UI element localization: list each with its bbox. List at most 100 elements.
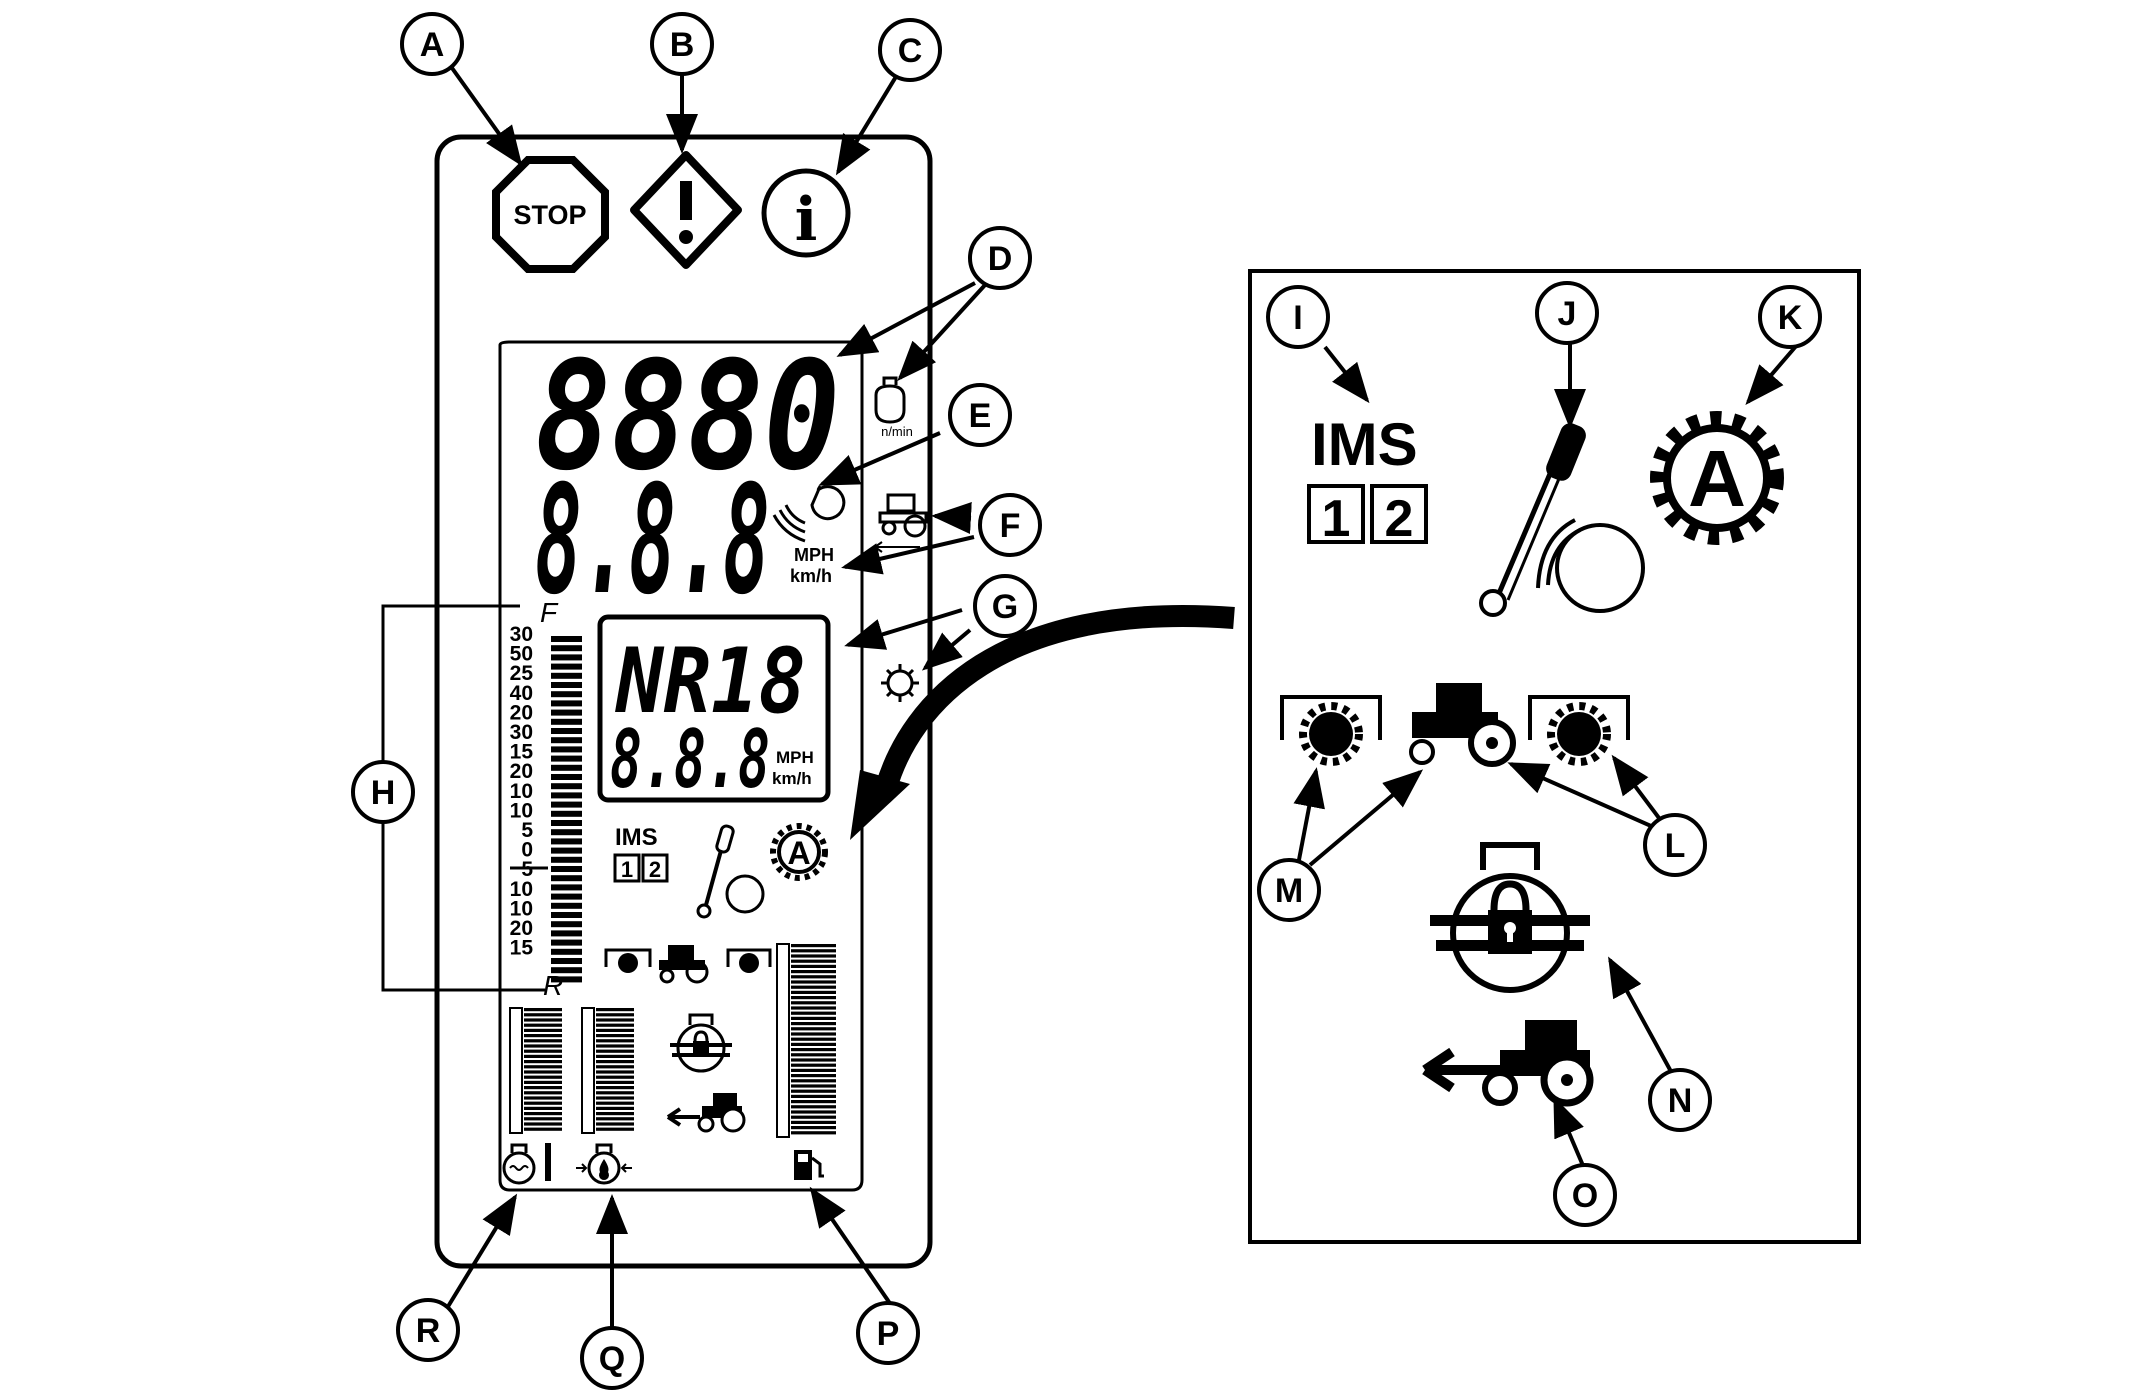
gauge-segment [791, 970, 836, 974]
fuel-gauge [791, 944, 836, 1135]
differential-lock-icon-small [670, 1013, 732, 1073]
speed-bar-segment [551, 783, 582, 790]
speed-bar-segment [551, 654, 582, 661]
gauge-segment [791, 1011, 836, 1015]
gauge-segment [791, 1058, 836, 1062]
gauge-segment [791, 1063, 836, 1067]
front-wheel-drive-icon-small [604, 945, 772, 984]
scale-label: 25 [510, 662, 534, 685]
speed-bar-segment [551, 764, 582, 771]
gauge-segment [524, 1023, 562, 1027]
gauge-segment [596, 1028, 634, 1032]
gauge-segment [596, 1096, 634, 1100]
callout-h: H [351, 760, 415, 824]
stop-sign-icon: STOP [492, 156, 609, 273]
gauge-segment [596, 1070, 634, 1074]
ims-small-slot-2: 2 [649, 857, 661, 882]
gauge-segment [791, 985, 836, 989]
callout-r-text: R [416, 1312, 441, 1350]
gauge-segment [791, 996, 836, 1000]
gauge-segment [524, 1044, 562, 1048]
ims-label: IMS [1311, 411, 1418, 478]
speed-bar-segments [551, 636, 582, 983]
callout-o-text: O [1572, 1177, 1598, 1215]
gauge-segment [596, 1008, 634, 1012]
warning-icon [630, 151, 742, 269]
scale-label: 30 [510, 623, 533, 646]
gauge-segment [524, 1028, 562, 1032]
ims-small-label: IMS [615, 824, 658, 851]
curved-pointer-arrow [875, 605, 1235, 792]
gauge-segment [791, 944, 836, 948]
gauge-segment [596, 1060, 634, 1064]
lcd-display-outline [498, 340, 864, 1192]
fuel-icon [794, 1150, 824, 1180]
speed-bar-segment [551, 856, 582, 863]
oil-frame [581, 1007, 595, 1134]
scale-label: 20 [510, 701, 533, 724]
gauge-segment [791, 980, 836, 984]
callout-n: N [1648, 1068, 1712, 1132]
callout-f: F [978, 493, 1042, 557]
coolant-temperature-icon [502, 1143, 551, 1185]
callout-e: E [948, 383, 1012, 447]
gauge-segment [791, 954, 836, 958]
rpm-unit: n/min [881, 424, 913, 439]
gauge-segment [524, 1054, 562, 1058]
gauge-segment [791, 964, 836, 968]
oil-pressure-icon [576, 1143, 632, 1185]
scale-label: 5 [521, 819, 533, 842]
callout-j-text: J [1558, 295, 1577, 333]
gauge-segment [524, 1112, 562, 1116]
gauge-segment [791, 949, 836, 953]
scale-label: 40 [510, 682, 533, 705]
gauge-segment [791, 1037, 836, 1041]
rpm-display: 8880 [535, 330, 840, 504]
bar-bottom-label: R [543, 970, 563, 1001]
speed-bar-segment [551, 718, 582, 725]
gauge-segment [596, 1039, 634, 1043]
coolant-temperature-gauge [524, 1008, 562, 1131]
gauge-segment [524, 1106, 562, 1110]
leader-lines [439, 64, 1799, 1334]
gauge-segment [524, 1049, 562, 1053]
callout-p-text: P [877, 1315, 900, 1353]
speed-bar-segment [551, 958, 582, 964]
callout-l: L [1643, 813, 1707, 877]
speed-bar-segment [551, 755, 582, 762]
gauge-segment [596, 1075, 634, 1079]
gear-speed-display: 8.8.8 [610, 713, 770, 806]
gauge-segment [791, 1042, 836, 1046]
gauge-segment [791, 1089, 836, 1093]
gauge-segment [596, 1106, 634, 1110]
engine-icon [874, 376, 906, 424]
hitch-radar-icon [772, 485, 846, 543]
gauge-segment [596, 1013, 634, 1017]
speed-bar-segment [551, 939, 582, 946]
gauge-segment [791, 1022, 836, 1026]
gauge-segment [791, 1131, 836, 1135]
bar-top-label: F [540, 597, 559, 628]
gauge-segment [791, 1126, 836, 1130]
pto-icon-small [666, 1093, 746, 1133]
scale-label: 10 [510, 799, 533, 822]
callout-i: I [1266, 285, 1330, 349]
gauge-segment [524, 1013, 562, 1017]
speed-bar-segment [551, 810, 582, 817]
speed-bar-segment [551, 829, 582, 836]
speed-bar-segment [551, 645, 582, 652]
callout-g: G [973, 574, 1037, 638]
speed-bar-segment [551, 948, 582, 955]
speed-bar-segment [551, 774, 582, 780]
callout-a: A [400, 12, 464, 76]
callout-l-text: L [1665, 827, 1686, 865]
speed-bar-segment [551, 746, 582, 753]
gauge-segment [596, 1034, 634, 1038]
gauge-segment [791, 1110, 836, 1114]
gauge-segment [791, 1094, 836, 1098]
callout-n-text: N [1668, 1082, 1693, 1120]
auto-gear-icon: A [1650, 411, 1784, 545]
gauge-segment [791, 959, 836, 963]
speed-bar-segment [551, 636, 582, 642]
callout-b: B [650, 12, 714, 76]
